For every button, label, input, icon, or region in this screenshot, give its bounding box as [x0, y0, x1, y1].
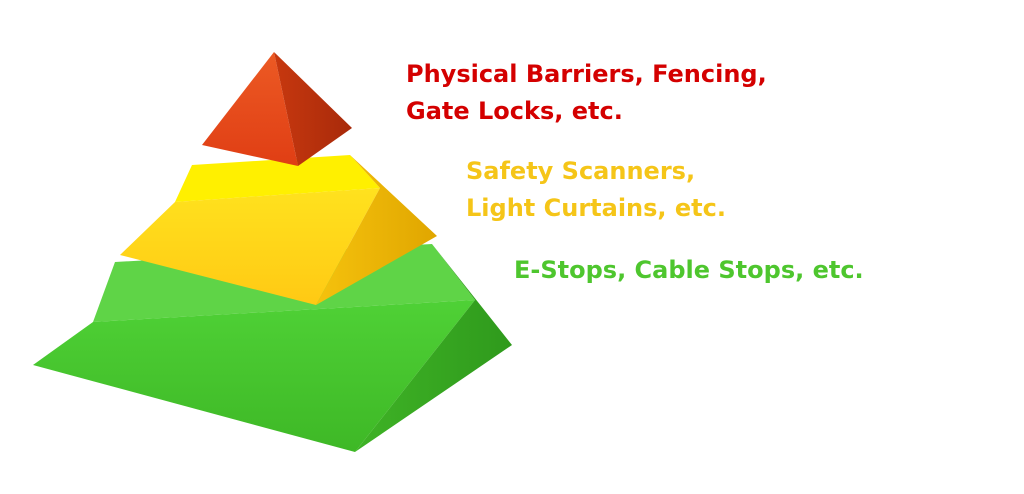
tier-top-side-face — [274, 52, 352, 166]
tier-middle-label: Safety Scanners, Light Curtains, etc. — [466, 153, 726, 227]
tier-bottom-label: E-Stops, Cable Stops, etc. — [514, 252, 864, 289]
tier-top-label: Physical Barriers, Fencing, Gate Locks, … — [406, 56, 767, 130]
tier-middle-side-face — [316, 155, 437, 305]
tier-middle-label-line-1: Safety Scanners, — [466, 157, 696, 185]
tier-top-front-face — [202, 52, 298, 166]
pyramid-graphic — [33, 52, 512, 452]
tier-top-label-line-2: Gate Locks, etc. — [406, 97, 623, 125]
tier-middle-top-face — [175, 155, 380, 202]
tier-bottom-label-line-1: E-Stops, Cable Stops, etc. — [514, 256, 864, 284]
tier-bottom-front-face — [33, 300, 475, 452]
tier-bottom-side-face — [355, 244, 512, 452]
pyramid-tier-middle — [120, 155, 437, 305]
pyramid-tier-top — [202, 52, 352, 166]
tier-top-label-line-1: Physical Barriers, Fencing, — [406, 60, 767, 88]
tier-middle-front-face — [120, 188, 380, 305]
tier-middle-label-line-2: Light Curtains, etc. — [466, 194, 726, 222]
